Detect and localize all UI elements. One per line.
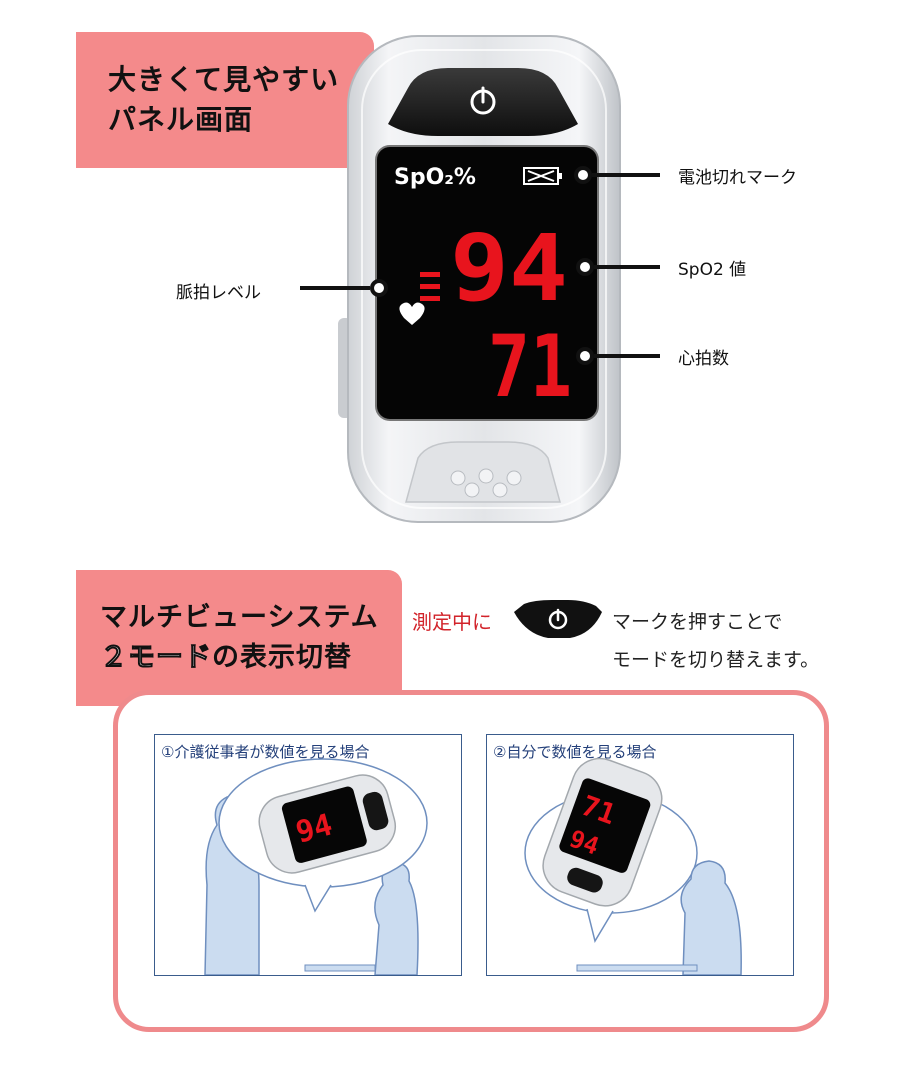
callout-heart-rate: 心拍数 bbox=[678, 349, 729, 369]
caregiver-illustration: 94 bbox=[204, 758, 428, 975]
callout-line-battery bbox=[592, 173, 660, 177]
instruction-line2: モードを切り替えます。 bbox=[612, 649, 820, 671]
callout-battery: 電池切れマーク bbox=[678, 168, 797, 188]
scenario-panel-self: ②自分で数値を見る場合 71 94 bbox=[486, 734, 794, 976]
power-icon-small bbox=[548, 608, 568, 630]
battery-empty-icon bbox=[523, 167, 562, 185]
panel-title-self: ②自分で数値を見る場合 bbox=[493, 743, 657, 761]
feature-badge-large-display: 大きくて見やすい パネル画面 bbox=[76, 32, 374, 168]
callout-dot-battery bbox=[574, 166, 592, 184]
feature2-line2-rest: の表示切替 bbox=[212, 642, 352, 673]
callout-dot-heart-rate bbox=[576, 347, 594, 365]
self-view-illustration: 71 94 bbox=[524, 757, 742, 975]
screen-spo2-value: 94 bbox=[450, 215, 568, 322]
feature-badge-multiview: マルチビューシステム ２モードの表示切替 bbox=[76, 570, 402, 706]
pulse-oximeter-device: SpO₂% 94 71 bbox=[338, 35, 621, 523]
pulse-level-bars bbox=[420, 272, 440, 301]
callout-line-spo2 bbox=[594, 265, 660, 269]
feature1-line1: 大きくて見やすい bbox=[108, 63, 340, 96]
scenario-panel-caregiver: ①介護従事者が数値を見る場合 94 bbox=[154, 734, 462, 976]
instruction-line1: マークを押すことで bbox=[612, 611, 783, 633]
feature2-line1: マルチビューシステム bbox=[100, 602, 379, 633]
heart-icon bbox=[399, 302, 425, 325]
callout-dot-spo2 bbox=[576, 258, 594, 276]
power-icon bbox=[470, 86, 496, 115]
feature2-line2-num: ２ bbox=[100, 642, 128, 674]
screen-spo2-label: SpO₂% bbox=[394, 165, 476, 190]
feature1-line2: パネル画面 bbox=[108, 103, 254, 136]
power-button-mark bbox=[514, 600, 602, 638]
callout-spo2: SpO2 値 bbox=[678, 260, 747, 280]
screen-heart-value: 71 bbox=[488, 317, 572, 417]
callout-dot-pulse-level bbox=[370, 279, 388, 297]
feature2-line2-mode: モード bbox=[128, 642, 212, 674]
callout-line-pulse-level bbox=[300, 286, 370, 290]
instruction-red: 測定中に bbox=[412, 610, 492, 634]
callout-line-heart-rate bbox=[594, 354, 660, 358]
panel-title-caregiver: ①介護従事者が数値を見る場合 bbox=[161, 743, 370, 761]
feature2-line2: ２モードの表示切替 bbox=[100, 638, 379, 678]
callout-pulse-level: 脈拍レベル bbox=[176, 283, 261, 303]
